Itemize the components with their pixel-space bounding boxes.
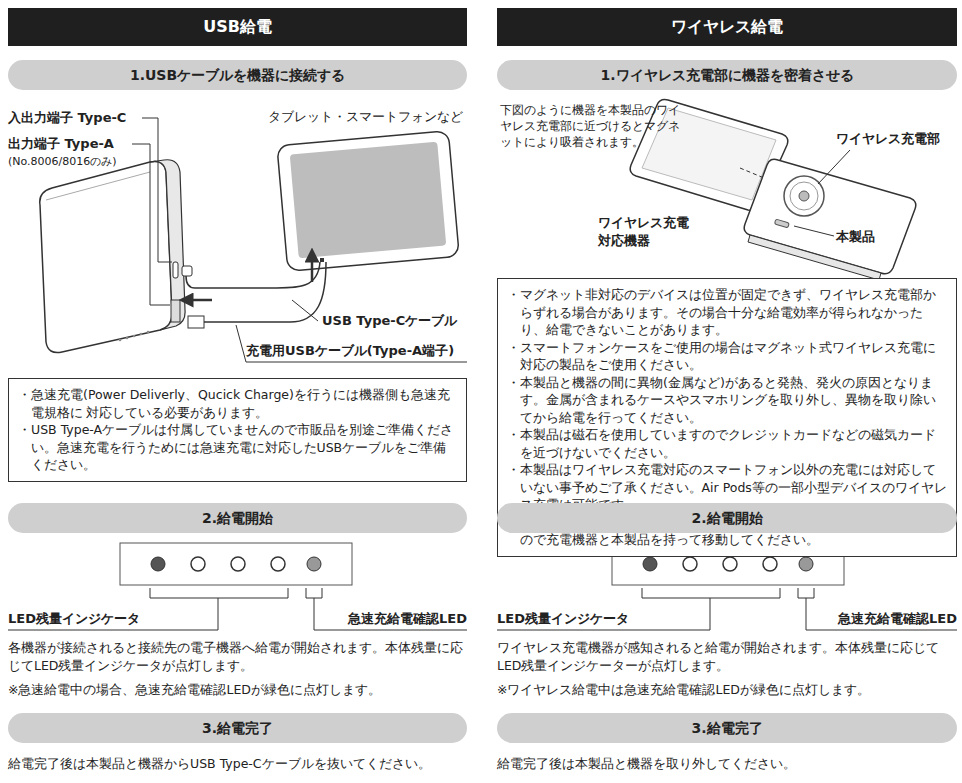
leader-line [818,150,850,184]
step-band: 1.ワイヤレス充電部に機器を密着させる [497,60,957,90]
tablet [277,131,459,272]
heading-text: ワイヤレス給電 [505,17,949,36]
part-label: USB Type-Cケーブル [322,312,467,330]
section-header: USB給電 [8,8,467,46]
step-band: 2.給電開始 [8,503,467,533]
body-text: ※ワイヤレス給電中は急速充給電確認LEDが緑色に点灯します。 [497,681,957,699]
heading-text: 1.ワイヤレス充電部に機器を密着させる [509,67,945,84]
heading-text: 1.USBケーブルを機器に接続する [20,67,455,84]
step-band: 3.給電完了 [497,713,957,743]
body-text: (No.8006/8016のみ) [8,154,148,169]
note-box: ・急速充電(Power Deliverly、Qucick Charge)を行うに… [8,378,467,482]
part-label: 充電用USBケーブル(Type-A端子) [246,342,467,360]
part-label: 本製品 [836,228,896,246]
note-text: ・本製品と機器の間に異物(金属など)があると発熱、発火の原因となります。金属が含… [507,374,947,427]
step-band: 1.USBケーブルを機器に接続する [8,60,467,90]
part-label: 出力端子 Type-A [8,135,178,153]
led-panel [8,543,467,630]
section-header: ワイヤレス給電 [497,8,957,46]
insert-arrow [186,299,212,302]
leader-line [132,118,172,305]
body-text: 下図のように機器を本製品のワイヤレス充電部に近づけるとマグネットにより吸着されま… [500,102,690,150]
part-label: LED残量インジケータ [497,610,697,628]
leader-line [794,226,834,236]
note-text: ・急速充電(Power Deliverly、Qucick Charge)を行うに… [18,386,457,421]
body-text: 各機器が接続されると接続先の電子機器へ給電が開始されます。本体残量に応じてLED… [8,639,467,674]
cable-plug [188,316,204,328]
note-text: ・本製品は磁石を使用していますのでクレジットカードなどの磁気カードを近づけないで… [507,426,947,461]
body-text: ワイヤレス充電機器が感知されると給電が開始されます。本体残量に応じてLED残量イ… [497,639,957,674]
heading-text: 2.給電開始 [20,510,455,527]
power-bank [744,159,916,280]
heading-text: 2.給電開始 [509,510,945,527]
part-label: 急速充給電確認LED [812,610,957,628]
leader-line [236,325,467,362]
heading-text: USB給電 [16,17,459,36]
part-label: ワイヤレス充電対応機器 [598,214,694,250]
leader-line [292,300,318,321]
heading-text: 3.給電完了 [509,720,945,737]
body-text: タブレット・スマートフォンなど [268,108,467,126]
step-band: 2.給電開始 [497,503,957,533]
note-text: ・マグネット非対応のデバイスは位置が固定できず、ワイヤレス充電部からずれる場合が… [507,286,947,339]
body-text: 給電完了後は本製品と機器を取り外してください。 [497,755,957,773]
part-label: ワイヤレス充電部 [836,130,957,148]
note-text: ・USB Type-Aケーブルは付属していませんので市販品を別途ご準備ください。… [18,421,457,474]
insert-arrow [311,255,314,282]
heading-text: 3.給電完了 [20,720,455,737]
cable [186,258,326,322]
step-band: 3.給電完了 [8,713,467,743]
part-label: LED残量インジケータ [8,610,208,628]
part-label: 急速充給電確認LED [322,610,467,628]
cable-plug [182,266,192,276]
note-text: ・スマートフォンケースをご使用の場合はマグネット式ワイヤレス充電に対応の製品をご… [507,339,947,374]
part-label: 入出力端子 Type-C [8,109,178,127]
power-bank [40,160,185,353]
body-text: ※急速給電中の場合、急速充給電確認LEDが緑色に点灯します。 [8,681,467,699]
body-text: 給電完了後は本製品と機器からUSB Type-Cケーブルを抜いてください。 [8,755,467,773]
